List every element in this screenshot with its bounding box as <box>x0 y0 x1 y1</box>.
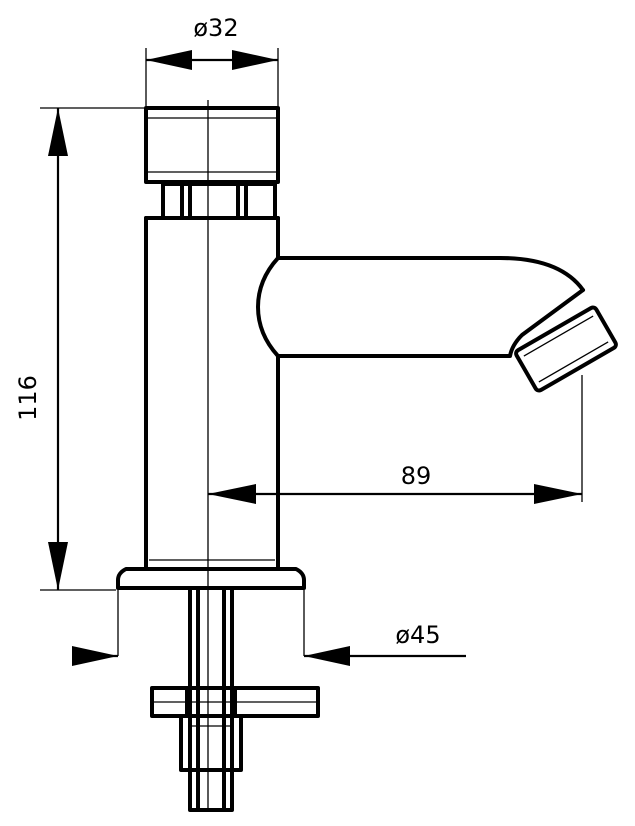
arrowhead <box>146 50 192 70</box>
mounting-shank <box>188 586 234 812</box>
top-diameter-label: ø32 <box>193 14 238 42</box>
arrowhead <box>208 484 256 504</box>
arrowhead <box>48 108 68 156</box>
main-body <box>144 216 280 568</box>
spout <box>256 256 618 393</box>
base-flange <box>116 564 306 590</box>
height-label: 116 <box>14 375 42 421</box>
push-button-head <box>144 106 280 184</box>
arrowhead <box>48 542 68 590</box>
height-dimension: 116 <box>14 107 144 591</box>
spout-projection-dimension: 89 <box>208 375 583 504</box>
top-diameter-dimension: ø32 <box>145 14 279 106</box>
arrowhead <box>232 50 278 70</box>
arrowhead <box>534 484 582 504</box>
base-diameter-dimension: ø45 <box>72 590 466 666</box>
aerator-nozzle <box>514 305 618 393</box>
arrowhead <box>72 646 118 666</box>
arrowhead <box>304 646 350 666</box>
spout-projection-label: 89 <box>401 462 432 490</box>
faucet-body <box>116 100 618 812</box>
collar-ring <box>161 182 277 220</box>
base-diameter-label: ø45 <box>395 621 440 649</box>
fixing-plate <box>150 686 320 772</box>
